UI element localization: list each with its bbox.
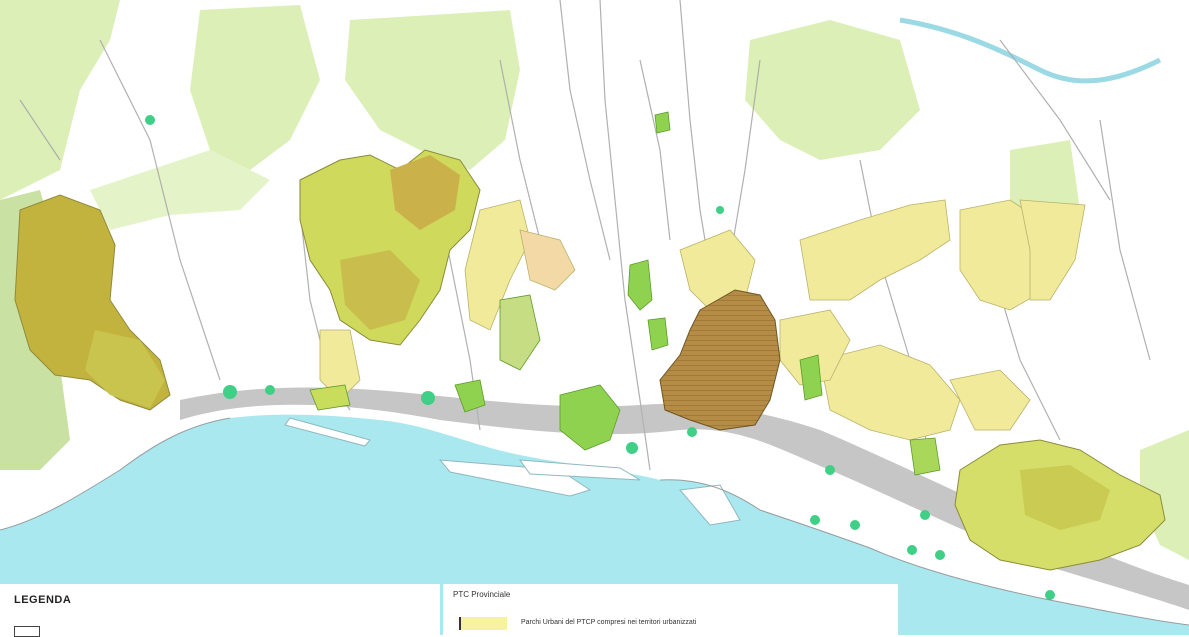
legend-section-title: PTC Provinciale (453, 590, 511, 599)
green-parks (309, 111, 941, 476)
yellow-parks (319, 199, 1086, 441)
coastline-detail (0, 417, 1189, 626)
legend-swatch-urban-parks (459, 617, 507, 630)
park-central-west-core (390, 155, 460, 230)
park-west-south (85, 330, 165, 408)
park-east-core (1020, 465, 1110, 530)
legend-section-panel: PTC Provinciale Parchi Urbani del PTCP c… (443, 584, 898, 635)
legend-item-label: Parchi Urbani del PTCP compresi nei terr… (521, 619, 697, 626)
sea (0, 414, 1189, 635)
legend-empty-swatch (14, 626, 40, 637)
harbor-piers (284, 417, 741, 526)
river (899, 17, 1162, 84)
park-central-brown (659, 289, 781, 431)
park-central-west-south (340, 250, 420, 330)
legend-panel: LEGENDA (0, 584, 440, 635)
legend-title: LEGENDA (14, 594, 72, 606)
